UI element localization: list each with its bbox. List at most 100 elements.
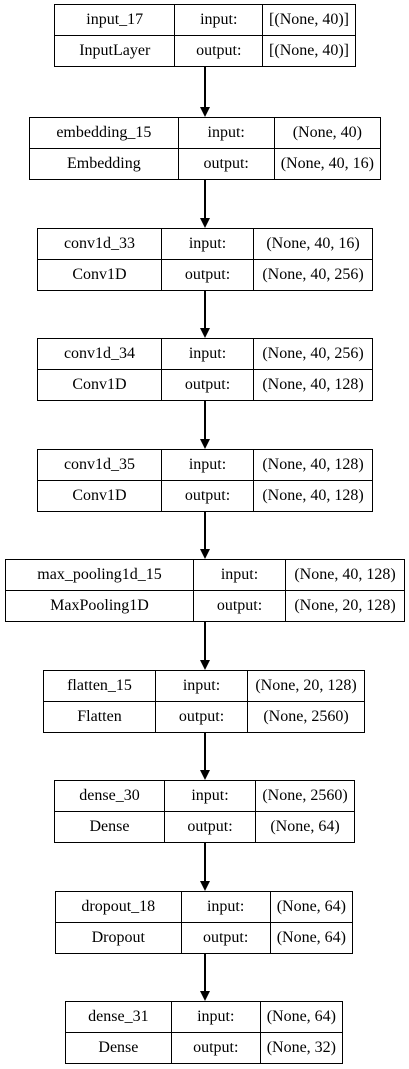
input-shape: (None, 64)	[259, 1001, 344, 1033]
output-label: output:	[193, 590, 286, 622]
input-shape: [(None, 40)]	[262, 4, 356, 36]
connector-arrowhead-icon	[200, 991, 210, 1001]
input-shape: (None, 40, 128)	[285, 559, 405, 591]
layer-name: embedding_15	[29, 117, 179, 149]
layer-type: Flatten	[43, 701, 156, 733]
layer-type: Conv1D	[37, 480, 162, 512]
output-label: output:	[174, 35, 264, 67]
layer-type: Conv1D	[37, 259, 162, 291]
output-shape: (None, 2560)	[247, 701, 365, 733]
output-shape: (None, 32)	[259, 1032, 344, 1064]
layer-type: Dense	[54, 811, 165, 843]
layer-name: conv1d_35	[37, 449, 162, 481]
connector-arrowhead-icon	[200, 660, 210, 670]
input-label: input:	[174, 4, 264, 36]
output-label: output:	[161, 480, 254, 512]
layer-name: input_17	[53, 4, 176, 36]
connector-arrowhead-icon	[200, 439, 210, 449]
input-shape: (None, 40, 256)	[253, 338, 373, 370]
connector-arrow-line	[204, 954, 206, 991]
output-label: output:	[155, 701, 248, 733]
input-label: input:	[161, 228, 254, 260]
input-shape: (None, 40, 128)	[253, 449, 373, 481]
connector-arrow-line	[204, 512, 206, 549]
output-label: output:	[170, 1032, 261, 1064]
connector-arrowhead-icon	[200, 218, 210, 228]
output-shape: (None, 20, 128)	[285, 590, 405, 622]
layer-name: conv1d_34	[37, 338, 162, 370]
connector-arrow-line	[204, 401, 206, 439]
output-shape: (None, 64)	[269, 922, 354, 954]
connector-arrow-line	[204, 67, 206, 107]
input-label: input:	[161, 338, 254, 370]
layer-name: max_pooling1d_15	[5, 559, 194, 591]
layer-type: MaxPooling1D	[5, 590, 194, 622]
output-label: output:	[161, 369, 254, 401]
connector-arrow-line	[204, 733, 206, 770]
input-label: input:	[177, 117, 275, 149]
input-shape: (None, 20, 128)	[247, 670, 365, 702]
input-label: input:	[170, 1001, 261, 1033]
input-label: input:	[155, 670, 248, 702]
input-label: input:	[164, 780, 256, 812]
output-label: output:	[164, 811, 256, 843]
input-shape: (None, 64)	[269, 891, 354, 923]
layer-type: Dropout	[55, 922, 182, 954]
connector-arrow-line	[204, 843, 206, 881]
input-label: input:	[180, 891, 271, 923]
connector-arrowhead-icon	[200, 770, 210, 780]
layer-type: Conv1D	[37, 369, 162, 401]
layer-name: flatten_15	[43, 670, 156, 702]
output-label: output:	[180, 922, 271, 954]
input-label: input:	[161, 449, 254, 481]
input-shape: (None, 40)	[273, 117, 382, 149]
layer-type: Embedding	[29, 148, 179, 180]
connector-arrowhead-icon	[200, 549, 210, 559]
input-label: input:	[193, 559, 286, 591]
layer-type: Dense	[65, 1032, 172, 1064]
connector-arrow-line	[204, 291, 206, 328]
output-label: output:	[177, 148, 275, 180]
output-shape: (None, 40, 128)	[253, 369, 373, 401]
output-shape: (None, 40, 128)	[253, 480, 373, 512]
layer-type: InputLayer	[53, 35, 176, 67]
connector-arrowhead-icon	[200, 107, 210, 117]
output-shape: [(None, 40)]	[262, 35, 356, 67]
layer-name: dropout_18	[55, 891, 182, 923]
layer-name: dense_31	[65, 1001, 172, 1033]
output-label: output:	[161, 259, 254, 291]
connector-arrow-line	[204, 180, 206, 218]
input-shape: (None, 2560)	[255, 780, 355, 812]
connector-arrowhead-icon	[200, 328, 210, 338]
